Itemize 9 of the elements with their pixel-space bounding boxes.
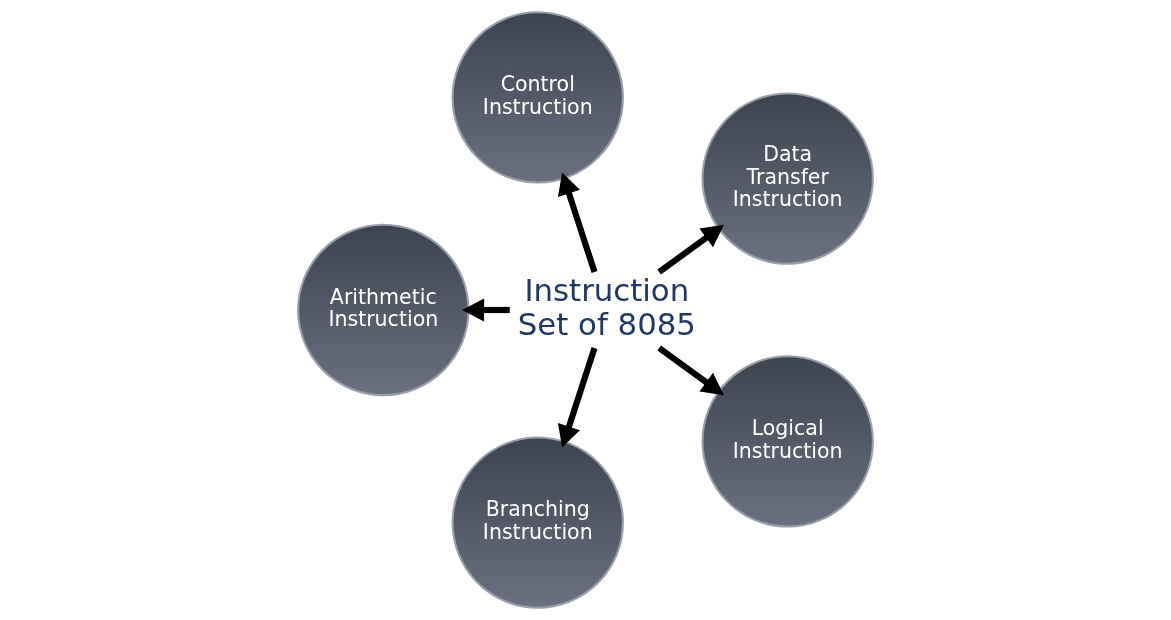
node-circle: Control Instruction [451,11,624,184]
arrow [557,347,598,448]
arrow [557,172,598,273]
node-circle: Branching Instruction [451,436,624,609]
arrow [657,345,725,396]
arrow [462,298,510,322]
arrow [657,224,725,275]
node-circle: Arithmetic Instruction [297,223,470,397]
node-text: Instruction Set of 8085 [517,271,696,342]
